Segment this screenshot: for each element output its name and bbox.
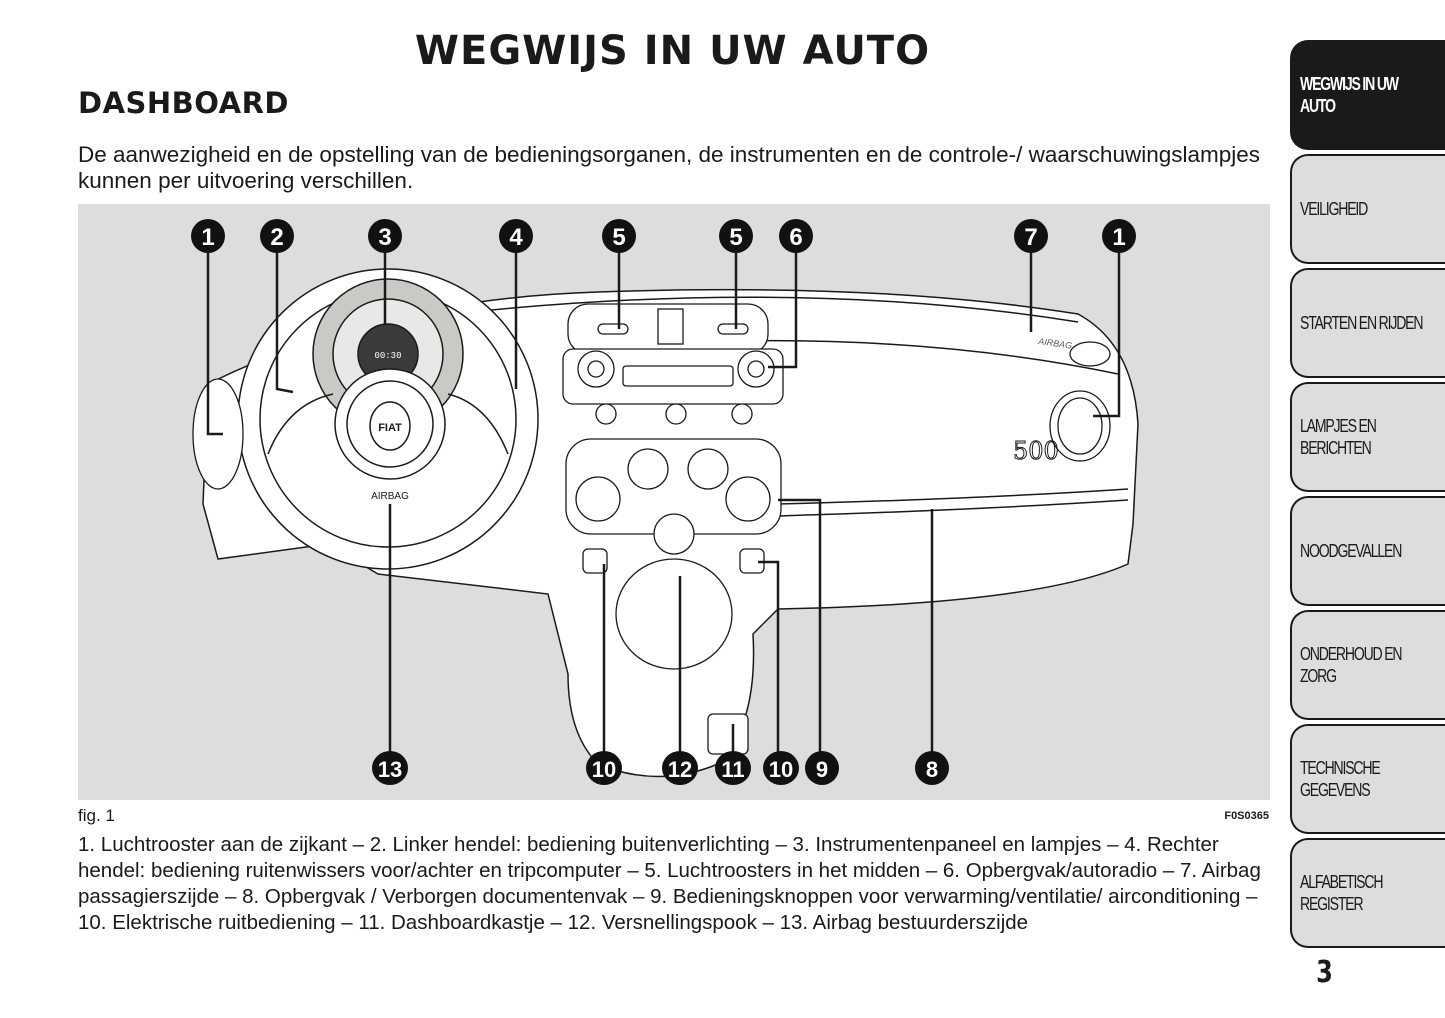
tab-noodgevallen[interactable]: NOODGEVALLEN: [1290, 496, 1445, 606]
figure-code: F0S0365: [1224, 810, 1269, 822]
callout-12: 12: [662, 751, 698, 785]
svg-text:12: 12: [668, 757, 692, 782]
svg-text:10: 10: [592, 757, 616, 782]
callouts-top: 1 2 3 4 5 5 6 7 1: [191, 219, 1136, 253]
chapter-title: WEGWIJS IN UW AUTO: [414, 28, 931, 74]
svg-text:1: 1: [201, 224, 214, 251]
callout-13: 13: [372, 751, 408, 785]
callout-4: 4: [499, 219, 533, 253]
glovebox-edge: [777, 488, 1129, 505]
svg-text:9: 9: [816, 757, 828, 782]
airbag-wheel-label: AIRBAG: [371, 491, 409, 502]
svg-text:11: 11: [721, 757, 744, 782]
dashboard-figure: FIAT 00:30 AIRBAG: [78, 204, 1270, 800]
lower-console: [707, 713, 749, 755]
tab-onderhoud-en-zorg[interactable]: ONDERHOUD EN ZORG: [1290, 610, 1445, 720]
page-number: 3: [1316, 955, 1333, 990]
callout-10-right: 10: [763, 751, 799, 785]
tab-veiligheid[interactable]: VEILIGHEID: [1290, 154, 1445, 264]
figure-caption: 1. Luchtrooster aan de zijkant – 2. Link…: [78, 833, 1261, 934]
callout-11: 11: [715, 751, 751, 785]
callout-5-left: 5: [602, 219, 636, 253]
gear-knob: [653, 513, 695, 555]
dashboard-illustration: FIAT 00:30 AIRBAG: [191, 219, 1139, 785]
airbag-passenger-label: AIRBAG: [1037, 336, 1073, 351]
callout-9: 9: [805, 751, 839, 785]
tab-wegwijs-in-uw-auto[interactable]: WEGWIJS IN UW AUTO: [1290, 40, 1445, 150]
section-title: DASHBOARD: [78, 86, 289, 120]
svg-text:6: 6: [789, 224, 802, 251]
model-badge-500: 500: [1013, 437, 1059, 465]
tab-lampjes-en-berichten[interactable]: LAMPJES EN BERICHTEN: [1290, 382, 1445, 492]
gear-boot: [615, 558, 733, 670]
callout-6: 6: [779, 219, 813, 253]
svg-text:10: 10: [769, 757, 793, 782]
figure-label: fig. 1: [78, 806, 115, 825]
svg-text:2: 2: [270, 224, 283, 251]
callout-8: 8: [915, 751, 949, 785]
svg-text:7: 7: [1024, 224, 1037, 251]
callout-2: 2: [260, 219, 294, 253]
svg-text:8: 8: [926, 757, 938, 782]
callouts-bottom: 13 10 12 11 10 9 8: [372, 751, 949, 785]
callout-1-left: 1: [191, 219, 225, 253]
clock-display: 00:30: [374, 351, 401, 361]
tab-technische-gegevens[interactable]: TECHNISCHE GEGEVENS: [1290, 724, 1445, 834]
tab-alfabetisch-register[interactable]: ALFABETISCH REGISTER: [1290, 838, 1445, 948]
svg-text:5: 5: [729, 224, 742, 251]
intro-paragraph: De aanwezigheid en de opstelling van de …: [78, 142, 1261, 193]
tab-starten-en-rijden[interactable]: STARTEN EN RIJDEN: [1290, 268, 1445, 378]
svg-text:5: 5: [612, 224, 625, 251]
callout-3: 3: [368, 219, 402, 253]
svg-text:3: 3: [378, 224, 391, 251]
svg-text:4: 4: [509, 224, 523, 251]
callout-1-right: 1: [1102, 219, 1136, 253]
callout-5-right: 5: [719, 219, 753, 253]
callout-10-left: 10: [586, 751, 622, 785]
svg-text:13: 13: [378, 757, 402, 782]
callout-7: 7: [1014, 219, 1048, 253]
fiat-logo-badge: [369, 401, 411, 451]
svg-text:1: 1: [1112, 224, 1125, 251]
fiat-logo-text: FIAT: [378, 422, 402, 434]
